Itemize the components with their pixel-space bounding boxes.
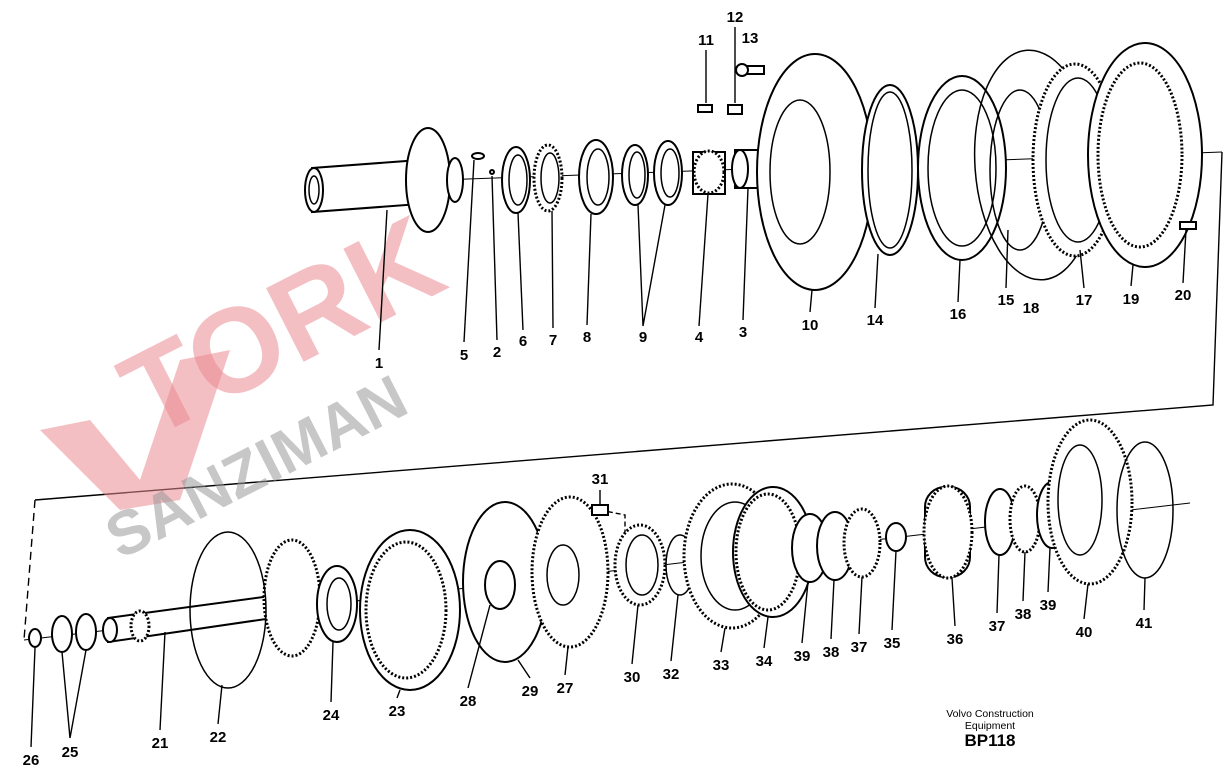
callout: 2	[493, 344, 501, 361]
callout: 16	[950, 306, 967, 323]
callout: 8	[583, 329, 591, 346]
callout: 20	[1175, 287, 1192, 304]
callout: 27	[557, 680, 574, 697]
watermark: TORK SANZIMAN	[40, 190, 463, 572]
part-22-snap-ring	[189, 531, 267, 689]
callout: 1	[375, 355, 383, 372]
watermark-logo-mark	[40, 350, 230, 510]
callout: 34	[756, 653, 773, 670]
top-assembly	[304, 42, 1203, 291]
callout: 5	[460, 347, 468, 364]
company-line-1: Volvo Construction	[946, 708, 1034, 720]
callout: 38	[1015, 606, 1032, 623]
part-13-bolt	[735, 63, 765, 77]
callout: 10	[802, 317, 819, 334]
callout: 39	[794, 648, 811, 665]
callout: 23	[389, 703, 406, 720]
callout: 12	[727, 9, 744, 26]
part-40-gear	[1046, 418, 1134, 586]
part-25-ring-b	[75, 613, 97, 651]
callout: 28	[460, 693, 477, 710]
part-25-ring-a	[51, 615, 73, 653]
part-21-output-shaft	[102, 538, 322, 658]
callout: 41	[1136, 615, 1153, 632]
part-28-hub	[484, 560, 516, 610]
callout: 30	[624, 669, 641, 686]
part-11-pin	[697, 104, 713, 113]
callout: 37	[989, 618, 1006, 635]
part-1-input-shaft	[304, 127, 464, 233]
part-30-bearing	[613, 523, 667, 607]
callout: 32	[663, 666, 680, 683]
part-24-bearing	[316, 565, 358, 643]
callout: 9	[639, 329, 647, 346]
part-31-spring	[591, 504, 609, 516]
part-27-gear-disc	[530, 495, 610, 649]
part-12-bushing	[727, 104, 743, 115]
callout: 18	[1023, 300, 1040, 317]
callout: 37	[851, 639, 868, 656]
callout: 11	[698, 32, 714, 49]
callout: 4	[695, 329, 704, 346]
part-35-ring	[885, 522, 907, 552]
diagram-code: BP118	[964, 731, 1016, 750]
callout: 33	[713, 657, 730, 674]
part-38-ring-b	[1008, 484, 1042, 554]
callout: 40	[1076, 624, 1093, 641]
callout: 35	[884, 635, 901, 652]
callout: 17	[1076, 292, 1093, 309]
diagram-footer: Volvo Construction Equipment BP118	[920, 708, 1060, 750]
callout: 3	[739, 324, 747, 341]
company-line-2: Equipment	[964, 720, 1016, 732]
part-4-needle-bearing	[692, 149, 726, 195]
part-23-ring-gear	[359, 529, 461, 691]
part-36-hub-gear	[922, 484, 974, 580]
callout: 25	[62, 744, 79, 761]
callout: 21	[152, 735, 169, 752]
part-10-housing-plate	[756, 53, 874, 291]
part-16-piston	[917, 75, 1007, 261]
callout: 24	[323, 707, 340, 724]
part-9-rings	[621, 140, 683, 206]
part-5-pin	[471, 152, 485, 160]
callout: 31	[592, 471, 609, 488]
part-6-ring	[501, 146, 531, 214]
callouts-top: 12 13 11 1 5 2 6 7 8 9 4 3 10 14 16 15 1…	[375, 9, 1192, 372]
callout: 19	[1123, 291, 1140, 308]
callout: 26	[23, 752, 40, 769]
callouts-bottom: 31 26 25 21 22 24 23 28 29 27 30 32 33 3…	[23, 471, 1153, 769]
callout: 6	[519, 333, 527, 350]
callout: 15	[998, 292, 1015, 309]
callout: 22	[210, 729, 227, 746]
callout: 29	[522, 683, 539, 700]
leader-lines	[30, 27, 1187, 748]
part-2-ball	[489, 169, 495, 175]
part-19-clutch-drum	[1087, 42, 1203, 268]
callout: 36	[947, 631, 964, 648]
part-20-pin	[1179, 221, 1197, 230]
callout: 14	[867, 312, 884, 329]
part-8-ring	[578, 139, 614, 215]
callout: 38	[823, 644, 840, 661]
callout: 7	[549, 332, 557, 349]
part-37-ring	[842, 507, 882, 579]
callout: 13	[742, 30, 759, 47]
callout: 39	[1040, 597, 1057, 614]
part-14-ring	[861, 84, 919, 256]
part-7-ring	[532, 143, 564, 213]
part-26-ring	[28, 628, 42, 648]
part-29-disc	[462, 501, 548, 663]
